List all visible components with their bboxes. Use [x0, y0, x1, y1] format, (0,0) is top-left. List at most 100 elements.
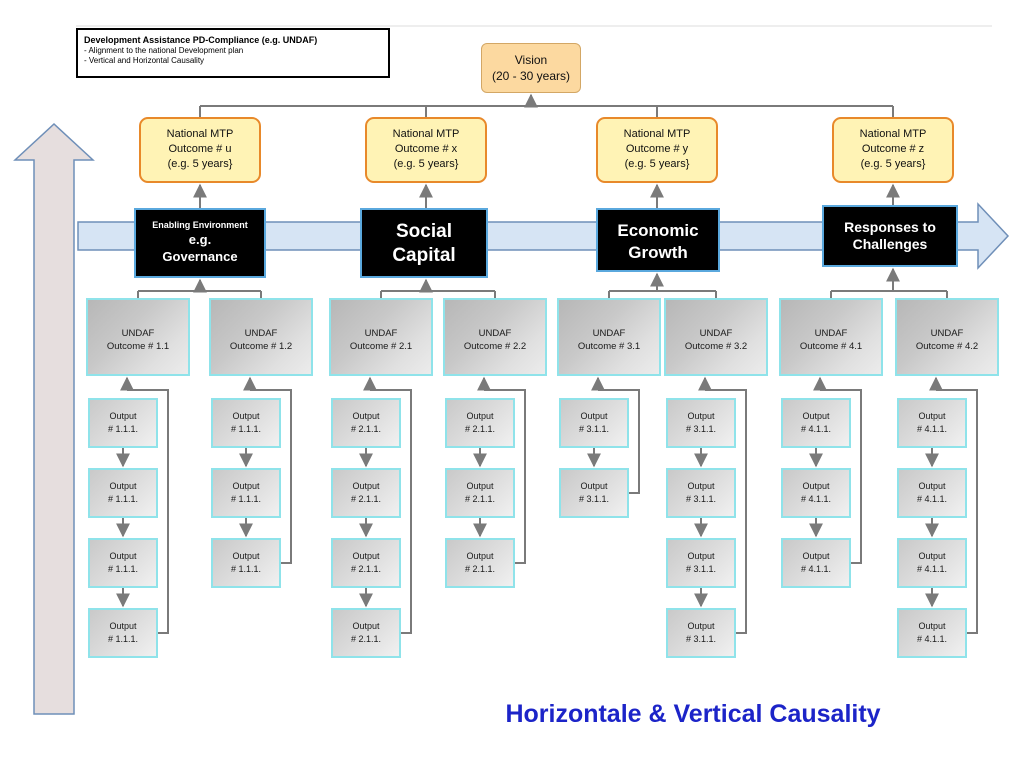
output-box-text: Output	[109, 551, 137, 561]
diagram-title-text: Horizontale & Vertical Causality	[505, 700, 881, 728]
output-box-text: # 4.1.1.	[800, 564, 832, 574]
output-box: Output # 3.1.1.	[559, 398, 629, 448]
undaf-outcome-box-text: Outcome # 2.1	[349, 341, 413, 352]
output-box-text: Output	[687, 621, 715, 631]
undaf-outcome-box-text: UNDAF	[478, 328, 512, 339]
output-box: Output # 1.1.1.	[88, 608, 158, 658]
theme-label: e.g.	[188, 232, 212, 247]
mtp-label: National MTP	[623, 128, 691, 140]
output-box: Output # 2.1.1.	[445, 538, 515, 588]
output-box-text: Output	[109, 411, 137, 421]
theme-label: Challenges	[852, 236, 928, 252]
output-box-text: Output	[466, 551, 494, 561]
output-box-text: Output	[352, 411, 380, 421]
mtp-box-x: National MTP Outcome # x (e.g. 5 years}	[365, 117, 487, 183]
undaf-outcome-box-text: UNDAF	[699, 328, 733, 339]
output-box-text: Output	[918, 621, 946, 631]
output-box-text: Output	[918, 411, 946, 421]
output-box-text: Output	[466, 481, 494, 491]
mtp-horizon: (e.g. 5 years}	[860, 158, 926, 170]
undaf-outcome-box: UNDAF Outcome # 2.1	[329, 298, 433, 376]
output-box-text: # 3.1.1.	[578, 424, 610, 434]
output-box-text: Output	[802, 411, 830, 421]
output-box-text: Output	[580, 411, 608, 421]
feedback-connector	[484, 389, 526, 564]
undaf-outcome-box-text: UNDAF	[364, 328, 398, 339]
output-box-text: Output	[802, 551, 830, 561]
output-box-text: Output	[109, 481, 137, 491]
output-box: Output# 2.1.1.	[331, 468, 401, 518]
output-box-text: Output	[580, 481, 608, 491]
output-box-text: # 4.1.1.	[916, 564, 948, 574]
output-box-text: # 1.1.1.	[107, 424, 139, 434]
output-box-text: Output	[687, 481, 715, 491]
output-box-text: # 2.1.1.	[464, 424, 496, 434]
legend-bullet: - Alignment to the national Development …	[84, 46, 244, 55]
legend-box: Development Assistance PD-Compliance (e.…	[76, 28, 390, 78]
output-box-text: Output	[687, 411, 715, 421]
mtp-box-y: National MTP Outcome # y (e.g. 5 years}	[596, 117, 718, 183]
output-box-text: Output	[918, 481, 946, 491]
output-box-text: # 3.1.1.	[685, 494, 717, 504]
vision-label: Vision	[514, 53, 548, 67]
vision-horizon: (20 - 30 years)	[491, 69, 571, 83]
output-box: Output# 2.1.1.	[331, 608, 401, 658]
output-box: Output # 4.1.1.	[781, 538, 851, 588]
undaf-outcome-box-text: UNDAF	[592, 328, 626, 339]
mtp-outcome: Outcome # x	[394, 143, 458, 155]
output-box: Output # 1.1.1.	[88, 398, 158, 448]
legend-title: Development Assistance PD-Compliance (e.…	[84, 35, 318, 45]
output-box-text: Output	[232, 411, 260, 421]
theme-economic-growth: Economic Growth	[596, 208, 720, 272]
output-box: Output # 3.1.1.	[666, 468, 736, 518]
undaf-outcome-box-text: UNDAF	[814, 328, 848, 339]
output-box: Output# 2.1.1.	[331, 398, 401, 448]
output-box-text: # 4.1.1.	[800, 494, 832, 504]
output-box-text: Output	[109, 621, 137, 631]
output-box-text: # 2.1.1.	[464, 494, 496, 504]
output-box: Output # 4.1.1.	[897, 468, 967, 518]
output-box-text: # 3.1.1.	[685, 634, 717, 644]
output-box: Output # 2.1.1.	[445, 468, 515, 518]
output-box: Output # 2.1.1.	[445, 398, 515, 448]
output-box: Output# 2.1.1.	[331, 538, 401, 588]
output-box-text: # 1.1.1.	[230, 494, 262, 504]
theme-enabling-environment: Enabling Environment e.g. Governance	[134, 208, 266, 278]
output-box-text: # 3.1.1.	[685, 564, 717, 574]
output-box-text: # 2.1.1.	[464, 564, 496, 574]
mtp-box-u: National MTP Outcome # u (e.g. 5 years}	[139, 117, 261, 183]
undaf-outcome-box-text: Outcome # 4.2	[915, 341, 979, 352]
undaf-outcome-box-text: Outcome # 1.2	[229, 341, 293, 352]
output-box-text: # 4.1.1.	[916, 634, 948, 644]
output-box-text: # 1.1.1.	[107, 634, 139, 644]
mtp-outcome: Outcome # y	[625, 143, 689, 155]
feedback-connector	[127, 389, 169, 634]
undaf-outcome-box: UNDAF Outcome # 3.2	[664, 298, 768, 376]
output-box: Output # 3.1.1.	[666, 398, 736, 448]
mtp-box-z: National MTP Outcome # z (e.g. 5 years}	[832, 117, 954, 183]
output-box-text: Output	[466, 411, 494, 421]
output-box-text: Output	[918, 551, 946, 561]
output-box-text: Output	[232, 481, 260, 491]
output-box: Output# 1.1.1.	[88, 538, 158, 588]
feedback-connector	[598, 389, 640, 494]
output-box-text: # 4.1.1.	[916, 424, 948, 434]
feedback-connector	[936, 389, 978, 634]
output-box-text: # 2.1.1.	[350, 564, 382, 574]
output-box: Output# 4.1.1.	[781, 398, 851, 448]
output-box-text: Output	[802, 481, 830, 491]
output-box-text: # 3.1.1.	[685, 424, 717, 434]
output-box: Output# 1.1.1.	[211, 538, 281, 588]
undaf-outcome-box-text: Outcome # 3.2	[684, 341, 748, 352]
theme-label: Capital	[392, 245, 456, 266]
output-box-text: # 4.1.1.	[916, 494, 948, 504]
mtp-horizon: (e.g. 5 years}	[167, 158, 233, 170]
vertical-causality-arrow	[13, 122, 95, 715]
output-box: Output# 3.1.1.	[666, 538, 736, 588]
output-box: Output # 4.1.1.	[781, 468, 851, 518]
